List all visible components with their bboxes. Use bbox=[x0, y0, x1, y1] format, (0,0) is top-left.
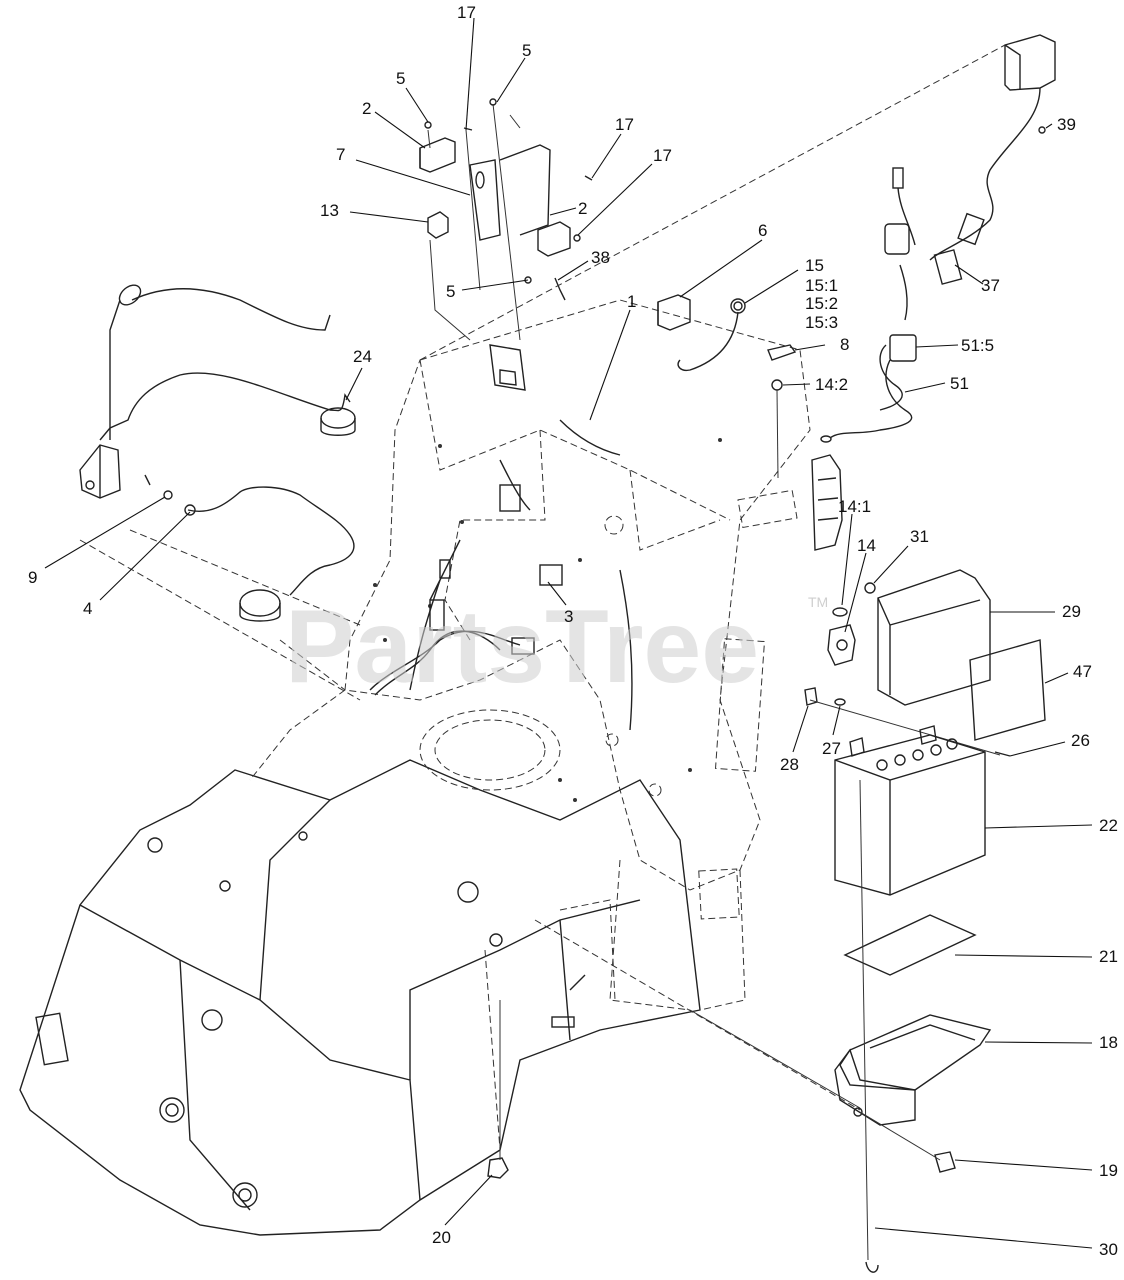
upright-tower-drawing bbox=[249, 299, 811, 1151]
callout-4: 4 bbox=[83, 599, 92, 618]
callout-8: 8 bbox=[840, 335, 849, 354]
callout-15-2: 15:2 bbox=[805, 294, 838, 313]
callout-17: 17 bbox=[457, 3, 476, 22]
callout-27: 27 bbox=[822, 739, 841, 758]
callout-28: 28 bbox=[780, 755, 799, 774]
lower-frame-drawing bbox=[19, 759, 701, 1236]
watermark-tm: TM bbox=[808, 594, 828, 610]
callout-7: 7 bbox=[336, 145, 345, 164]
callout-47: 47 bbox=[1073, 662, 1092, 681]
callout-1: 1 bbox=[627, 292, 636, 311]
callout-15-3: 15:3 bbox=[805, 313, 838, 332]
callout-14-2: 14:2 bbox=[815, 375, 848, 394]
control-module-drawing bbox=[811, 34, 1056, 551]
hour-meter-drawing bbox=[657, 294, 797, 479]
callout-22: 22 bbox=[1099, 816, 1118, 835]
nut-20-drawing bbox=[487, 1000, 509, 1179]
callout-2: 2 bbox=[578, 199, 587, 218]
callout-21: 21 bbox=[1099, 947, 1118, 966]
callout-18: 18 bbox=[1099, 1033, 1118, 1052]
callout-17: 17 bbox=[615, 115, 634, 134]
callout-5: 5 bbox=[396, 69, 405, 88]
callout-31: 31 bbox=[910, 527, 929, 546]
callout-19: 19 bbox=[1099, 1161, 1118, 1180]
callout-37: 37 bbox=[981, 276, 1000, 295]
watermark-text: PartsTree bbox=[285, 589, 759, 705]
relay-bracket-drawing bbox=[419, 98, 593, 391]
callout-5: 5 bbox=[522, 41, 531, 60]
callout-14: 14 bbox=[857, 536, 876, 555]
callout-26: 26 bbox=[1071, 731, 1090, 750]
callout-15: 15 bbox=[805, 256, 824, 275]
leader-lines bbox=[44, 17, 1093, 1249]
callout-9: 9 bbox=[28, 568, 37, 587]
callout-6: 6 bbox=[758, 221, 767, 240]
callout-51: 51 bbox=[950, 374, 969, 393]
callout-29: 29 bbox=[1062, 602, 1081, 621]
callout-3: 3 bbox=[564, 607, 573, 626]
phantom-alignment-lines bbox=[79, 44, 1006, 1111]
callout-13: 13 bbox=[320, 201, 339, 220]
callout-24: 24 bbox=[353, 347, 372, 366]
callout-14-1: 14:1 bbox=[838, 497, 871, 516]
callout-51-5: 51:5 bbox=[961, 336, 994, 355]
starter-solenoid-drawing bbox=[79, 284, 356, 622]
callout-17: 17 bbox=[653, 146, 672, 165]
callout-38: 38 bbox=[591, 248, 610, 267]
callout-2: 2 bbox=[362, 99, 371, 118]
callout-20: 20 bbox=[432, 1228, 451, 1247]
wiring-harness-drawing bbox=[369, 419, 633, 731]
callout-5: 5 bbox=[446, 282, 455, 301]
callout-39: 39 bbox=[1057, 115, 1076, 134]
callout-15-1: 15:1 bbox=[805, 276, 838, 295]
callout-30: 30 bbox=[1099, 1240, 1118, 1259]
battery-assembly-drawing bbox=[689, 569, 1046, 1273]
callout-labels: 17 5 5 2 17 7 17 13 2 6 15 15:1 15:2 15:… bbox=[28, 3, 1118, 1259]
